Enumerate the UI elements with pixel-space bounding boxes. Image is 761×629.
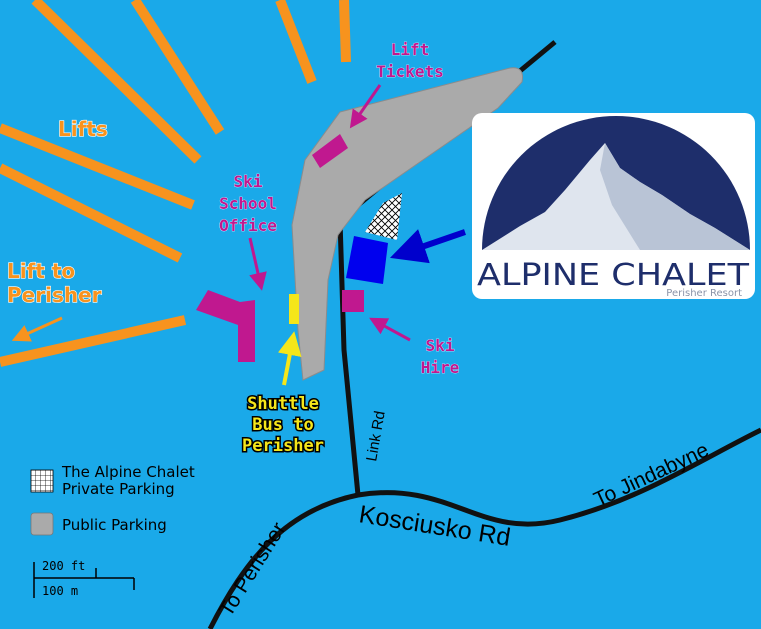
private-parking-lot	[365, 193, 402, 240]
lift-tickets-arrow	[349, 84, 382, 129]
lift-line	[0, 315, 187, 367]
ski-hire-arrow	[369, 317, 411, 342]
ski-school-label: Ski	[234, 172, 263, 191]
logo-subtitle: Perisher Resort	[666, 288, 742, 299]
alpine-chalet-logo: ALPINE CHALET Perisher Resort	[472, 113, 755, 299]
ski-school-label-line3: Office	[219, 216, 277, 235]
alpine-chalet-building	[346, 236, 388, 284]
logo-title: ALPINE CHALET	[477, 258, 750, 293]
scale-line	[33, 562, 135, 598]
legend-private-parking-label-line2: Private Parking	[62, 480, 175, 498]
ski-hire-building	[342, 290, 364, 312]
lift-tickets-label: Lift	[391, 40, 430, 59]
ski-school-label-line2: School	[219, 194, 277, 213]
shuttle-arrow	[277, 331, 302, 386]
legend: The Alpine Chalet Private Parking Public…	[30, 463, 195, 536]
ski-school-building	[196, 290, 255, 362]
lift-to-perisher-label-line2: Perisher	[7, 283, 102, 307]
scale-bar: 200 ft 100 m	[33, 559, 135, 598]
shuttle-label: Shuttle	[247, 394, 319, 414]
kosciusko-road	[207, 427, 761, 629]
lift-to-perisher-label: Lift to	[7, 259, 75, 283]
lift-line	[339, 0, 351, 63]
ski-hire-label: Ski	[426, 336, 455, 355]
shuttle-label-line2: Bus to	[252, 415, 313, 435]
public-parking-swatch	[30, 512, 54, 536]
legend-public-parking-label: Public Parking	[62, 516, 167, 534]
lifts-label: Lifts	[58, 117, 108, 141]
lift-line	[0, 123, 195, 210]
legend-private-parking-label: The Alpine Chalet	[61, 463, 195, 481]
private-parking-swatch	[30, 469, 54, 493]
scale-meters-label: 100 m	[42, 584, 78, 598]
lift-labels: Lifts Lift to Perisher	[6, 116, 108, 307]
lift-lines	[0, 0, 351, 367]
lift-line	[0, 163, 183, 263]
shuttle-bus-stop	[289, 294, 299, 324]
chalet-arrow	[389, 229, 466, 264]
lift-to-perisher-arrow	[11, 316, 63, 342]
pointer-arrows	[11, 84, 466, 386]
scale-feet-label: 200 ft	[42, 559, 85, 573]
ski-school-arrow	[248, 237, 267, 291]
shuttle-labels: Shuttle Bus to Perisher	[241, 393, 326, 458]
logo-mountain-shade	[600, 143, 750, 250]
lift-line	[130, 0, 225, 135]
ski-hire-label-line2: Hire	[421, 358, 460, 377]
lift-line	[275, 0, 317, 84]
facility-labels: Lift Tickets Ski School Office Ski Hire	[219, 40, 460, 378]
lift-tickets-label-line2: Tickets	[376, 62, 443, 81]
shuttle-label-line3: Perisher	[242, 436, 324, 456]
lift-line	[31, 0, 202, 164]
lift-tickets-building	[312, 134, 348, 168]
